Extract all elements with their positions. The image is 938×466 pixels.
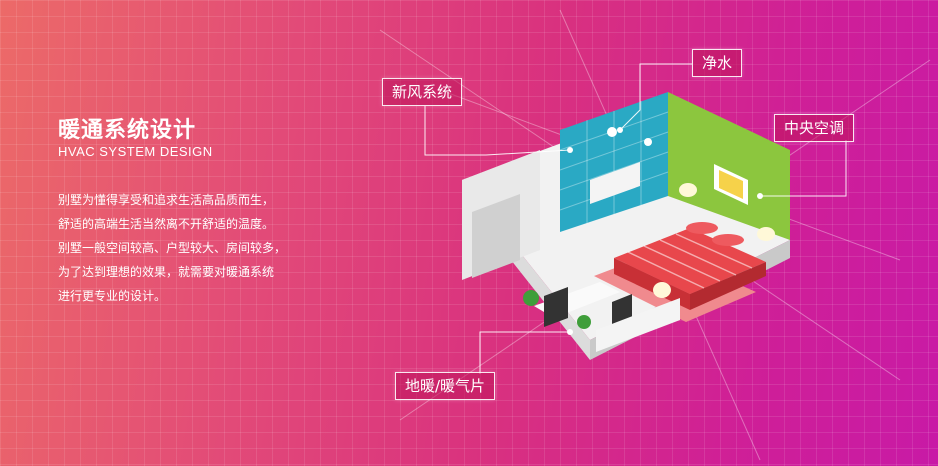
bathroom-light: [644, 138, 652, 146]
bed-top: [614, 228, 766, 294]
description-line: 为了达到理想的效果，就需要对暖通系统: [58, 265, 275, 279]
lamp: [653, 282, 671, 298]
bathroom-wall: [560, 92, 668, 232]
bed-side: [614, 258, 690, 310]
pillow: [712, 234, 744, 246]
bathroom-light: [607, 127, 617, 137]
callout-fresh-air: 新风系统: [382, 78, 463, 106]
callout-floor-heating: 地暖/暖气片: [395, 372, 496, 400]
bed-front: [690, 262, 766, 310]
wall-picture-art: [719, 170, 743, 199]
description-line: 舒适的高端生活当然离不开舒适的温度。: [58, 217, 275, 231]
lamp: [757, 227, 775, 241]
wardrobe: [472, 194, 520, 278]
description-line: 进行更专业的设计。: [58, 289, 167, 303]
pillow: [686, 222, 718, 234]
page-subtitle: HVAC SYSTEM DESIGN: [58, 144, 213, 159]
plant: [523, 290, 539, 306]
plant: [577, 315, 591, 329]
description-line: 别墅一般空间较高、户型较大、房间较多，: [58, 241, 287, 255]
vanity: [590, 162, 640, 204]
callout-lines: [424, 63, 847, 374]
description: 别墅为懂得享受和追求生活高品质而生， 舒适的高端生活当然离不开舒适的温度。 别墅…: [58, 188, 286, 308]
lamp: [679, 183, 697, 197]
desk: [596, 298, 680, 352]
callout-dots: [567, 127, 763, 335]
bed-stripes: [627, 233, 753, 289]
description-line: 别墅为懂得享受和追求生活高品质而生，: [58, 193, 275, 207]
tv: [544, 287, 568, 327]
page-title: 暖通系统设计: [58, 118, 197, 143]
bedroom-wall: [668, 92, 790, 240]
callout-water-purification: 净水: [692, 49, 743, 77]
callout-central-ac: 中央空调: [774, 114, 855, 142]
